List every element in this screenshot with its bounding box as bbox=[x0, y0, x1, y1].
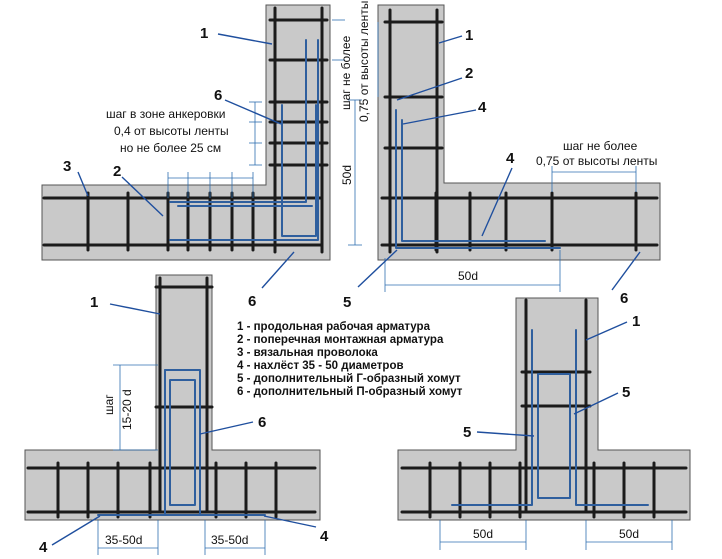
legend-item-4: 4 - нахлёст 35 - 50 диаметров bbox=[237, 360, 404, 372]
horizontal-step-line2: 0,75 от высоты ленты bbox=[536, 154, 657, 168]
anchor-step-line2: 0,4 от высоты ленты bbox=[114, 124, 229, 138]
br-50d-left: 50d bbox=[473, 527, 493, 541]
num-2-tl: 2 bbox=[113, 163, 121, 180]
vertical-step-line1: шаг не более bbox=[339, 35, 353, 110]
legend-item-1: 1 - продольная рабочая арматура bbox=[237, 321, 431, 333]
num-1-br: 1 bbox=[632, 313, 640, 330]
step-1520-line1: шаг bbox=[102, 394, 116, 415]
dimension-texts: шаг в зоне анкеровки 0,4 от высоты ленты… bbox=[102, 1, 657, 547]
num-6-tl2: 6 bbox=[248, 293, 256, 310]
bl-35-50d-left: 35-50d bbox=[105, 533, 142, 547]
anchor-step-line1: шаг в зоне анкеровки bbox=[106, 107, 225, 121]
num-4-bl: 4 bbox=[39, 539, 48, 556]
tee-left-detail bbox=[24, 274, 321, 555]
num-6-bl: 6 bbox=[258, 414, 266, 431]
num-1-tr: 1 bbox=[465, 27, 473, 44]
legend: 1 - продольная рабочая арматура 2 - попе… bbox=[237, 321, 463, 398]
topright-50d-label: 50d bbox=[458, 269, 478, 283]
corner-left-detail bbox=[41, 4, 362, 261]
corner-right-detail bbox=[377, 4, 661, 292]
bl-35-50d-right: 35-50d bbox=[211, 533, 248, 547]
num-6-tl: 6 bbox=[214, 87, 222, 104]
legend-item-3: 3 - вязальная проволока bbox=[237, 347, 378, 359]
num-3-tl: 3 bbox=[63, 158, 71, 175]
br-50d-right: 50d bbox=[619, 527, 639, 541]
num-5-br: 5 bbox=[622, 384, 630, 401]
vertical-50d-label: 50d bbox=[340, 165, 354, 185]
num-2-tr: 2 bbox=[465, 65, 473, 82]
num-4-bl2: 4 bbox=[320, 528, 329, 545]
leader-lines bbox=[51, 33, 641, 546]
num-6-tr: 6 bbox=[620, 290, 628, 307]
num-5-tr: 5 bbox=[343, 294, 351, 311]
tee-right-detail bbox=[397, 297, 691, 550]
anchor-step-line3: но не более 25 см bbox=[120, 141, 221, 155]
step-1520-line2: 15-20 d bbox=[120, 389, 134, 430]
vertical-step-line2: 0,75 от высоты ленты bbox=[357, 1, 371, 122]
legend-item-2: 2 - поперечная монтажная арматура bbox=[237, 334, 444, 346]
legend-item-5: 5 - дополнительный Г-образный хомут bbox=[237, 373, 461, 385]
num-4-tr2: 4 bbox=[506, 150, 515, 167]
number-labels: 1 6 3 2 6 1 2 4 4 5 6 1 6 4 4 1 5 5 bbox=[39, 25, 640, 556]
num-5-br2: 5 bbox=[463, 424, 471, 441]
num-1-bl: 1 bbox=[90, 294, 98, 311]
legend-item-6: 6 - дополнительный П-образный хомут bbox=[237, 386, 463, 398]
num-4-tr: 4 bbox=[478, 99, 487, 116]
horizontal-step-line1: шаг не более bbox=[563, 139, 638, 153]
num-1-tl: 1 bbox=[200, 25, 208, 42]
